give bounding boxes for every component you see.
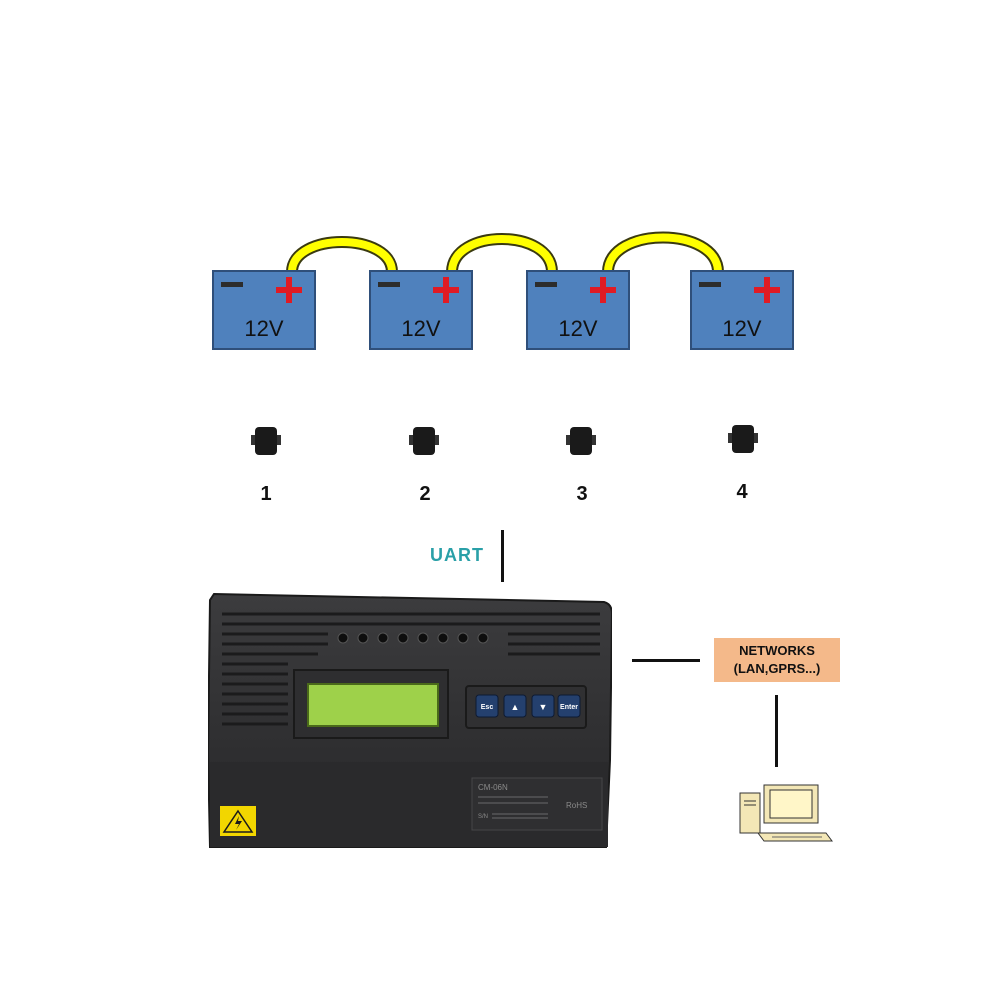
battery-voltage: 12V: [722, 316, 762, 341]
battery-2: 12V: [369, 270, 473, 350]
sensor-label-3: 3: [576, 483, 588, 505]
networks-box: NETWORKS (LAN,GPRS...): [714, 638, 840, 682]
connector-1-2: [286, 236, 398, 273]
sensor-module-icon: [251, 427, 281, 455]
positive-terminal-icon: [276, 277, 302, 303]
uart-label: UART: [430, 545, 484, 565]
sensor-module-icon: [728, 425, 758, 453]
battery-voltage: 12V: [244, 316, 284, 341]
networks-label: NETWORKS: [739, 643, 815, 658]
up-button-label: ▲: [511, 702, 520, 712]
positive-terminal-icon: [754, 277, 780, 303]
positive-terminal-icon: [590, 277, 616, 303]
device-model: CM-06N: [478, 783, 508, 792]
rohs-mark: RoHS: [566, 801, 587, 810]
down-button-label: ▼: [539, 702, 548, 712]
negative-terminal-icon: [378, 282, 400, 287]
esc-button-label: Esc: [481, 704, 494, 711]
battery-4: 12V: [690, 270, 794, 350]
networks-types: (LAN,GPRS...): [733, 661, 821, 676]
uart-line: [501, 530, 504, 582]
sn-label: S/N: [478, 814, 488, 820]
network-line: [632, 659, 700, 662]
computer-icon: [739, 784, 833, 842]
battery-3: 12V: [526, 270, 630, 350]
connector-2-3: [446, 233, 558, 273]
negative-terminal-icon: [699, 282, 721, 287]
negative-terminal-icon: [535, 282, 557, 287]
battery-voltage: 12V: [558, 316, 598, 341]
sensor-label-1: 1: [260, 483, 272, 505]
sensor-label-2: 2: [419, 483, 431, 505]
sensor-module-icon: [566, 427, 596, 455]
battery-1: 12V: [212, 270, 316, 350]
sensor-label-4: 4: [736, 481, 748, 503]
connector-3-4: [602, 231, 724, 273]
battery-voltage: 12V: [401, 316, 441, 341]
positive-terminal-icon: [433, 277, 459, 303]
electric-hazard-icon: [220, 806, 256, 836]
enter-button-label: Enter: [560, 704, 578, 711]
sensor-module-icon: [409, 427, 439, 455]
computer-line: [775, 695, 778, 767]
negative-terminal-icon: [221, 282, 243, 287]
monitoring-device: Esc ▲ ▼ Enter CM-06N RoHS S/N: [208, 592, 612, 848]
